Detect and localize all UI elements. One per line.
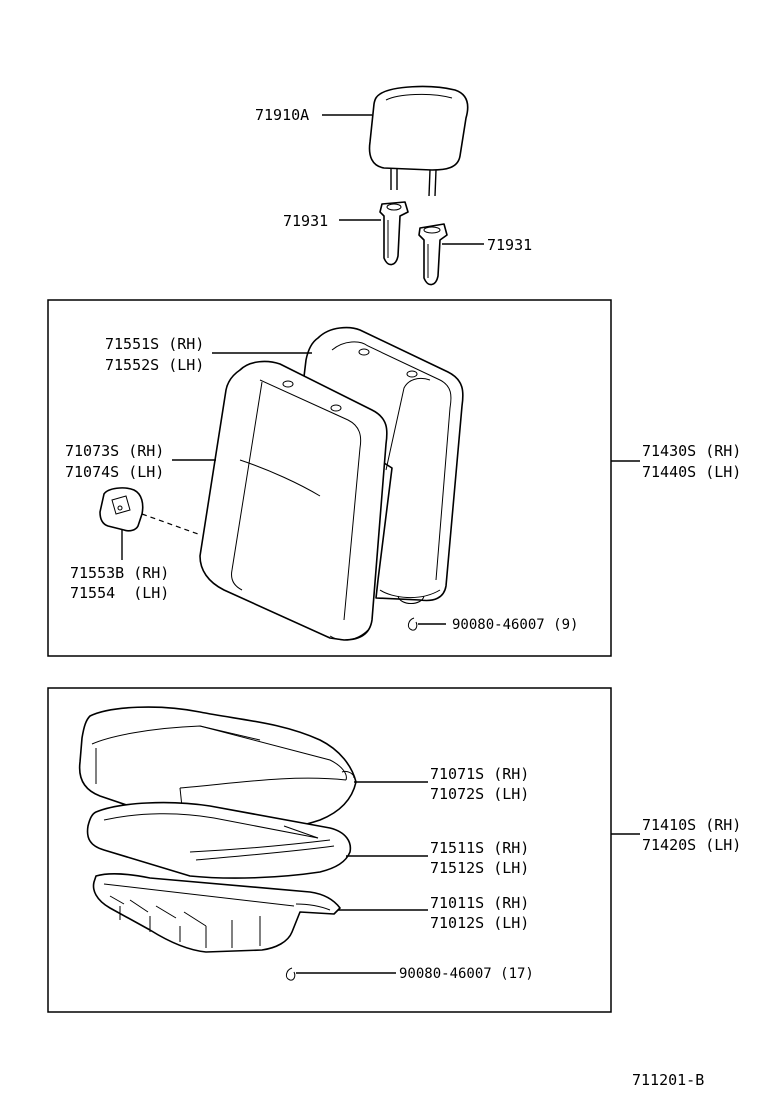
label-back-assy-lh: 71440S (LH) <box>642 463 741 481</box>
cushion-cover <box>78 706 357 835</box>
label-back-pad-lh: 71552S (LH) <box>105 356 204 374</box>
headrest-guide-right <box>418 223 448 286</box>
label-cushion-clip: 90080-46007 (17) <box>399 966 534 982</box>
label-cushion-pad-rh: 71511S (RH) <box>430 839 529 857</box>
back-hog-ring <box>407 617 418 631</box>
label-cushion-cover-lh: 71072S (LH) <box>430 785 529 803</box>
label-back-clip: 90080-46007 (9) <box>452 617 578 633</box>
label-cushion-frame-rh: 71011S (RH) <box>430 894 529 912</box>
label-knob-rh: 71553B (RH) <box>70 564 169 582</box>
label-guide-right: 71931 <box>487 236 532 254</box>
headrest-guide-left <box>379 201 409 266</box>
knob-dashed-line <box>141 513 199 535</box>
label-headrest: 71910A <box>255 106 309 124</box>
label-guide-left: 71931 <box>283 212 328 230</box>
cushion-pad <box>86 801 352 879</box>
cushion-group-box <box>47 687 612 1013</box>
label-back-cover-lh: 71074S (LH) <box>65 463 164 481</box>
cushion-frame <box>92 873 341 953</box>
label-cushion-frame-lh: 71012S (LH) <box>430 914 529 932</box>
label-cushion-pad-lh: 71512S (LH) <box>430 859 529 877</box>
label-cushion-cover-rh: 71071S (RH) <box>430 765 529 783</box>
label-back-assy-rh: 71430S (RH) <box>642 442 741 460</box>
label-cushion-assy-rh: 71410S (RH) <box>642 816 741 834</box>
label-back-cover-rh: 71073S (RH) <box>65 442 164 460</box>
figure-id: 711201-B <box>632 1071 704 1089</box>
label-back-pad-rh: 71551S (RH) <box>105 335 204 353</box>
label-cushion-assy-lh: 71420S (LH) <box>642 836 741 854</box>
headrest-part <box>368 85 469 197</box>
seatback-group-box <box>47 299 612 657</box>
seatback-cover <box>199 360 388 641</box>
recliner-knob <box>99 487 144 532</box>
cushion-hog-ring <box>285 967 296 981</box>
label-knob-lh: 71554 (LH) <box>70 584 169 602</box>
